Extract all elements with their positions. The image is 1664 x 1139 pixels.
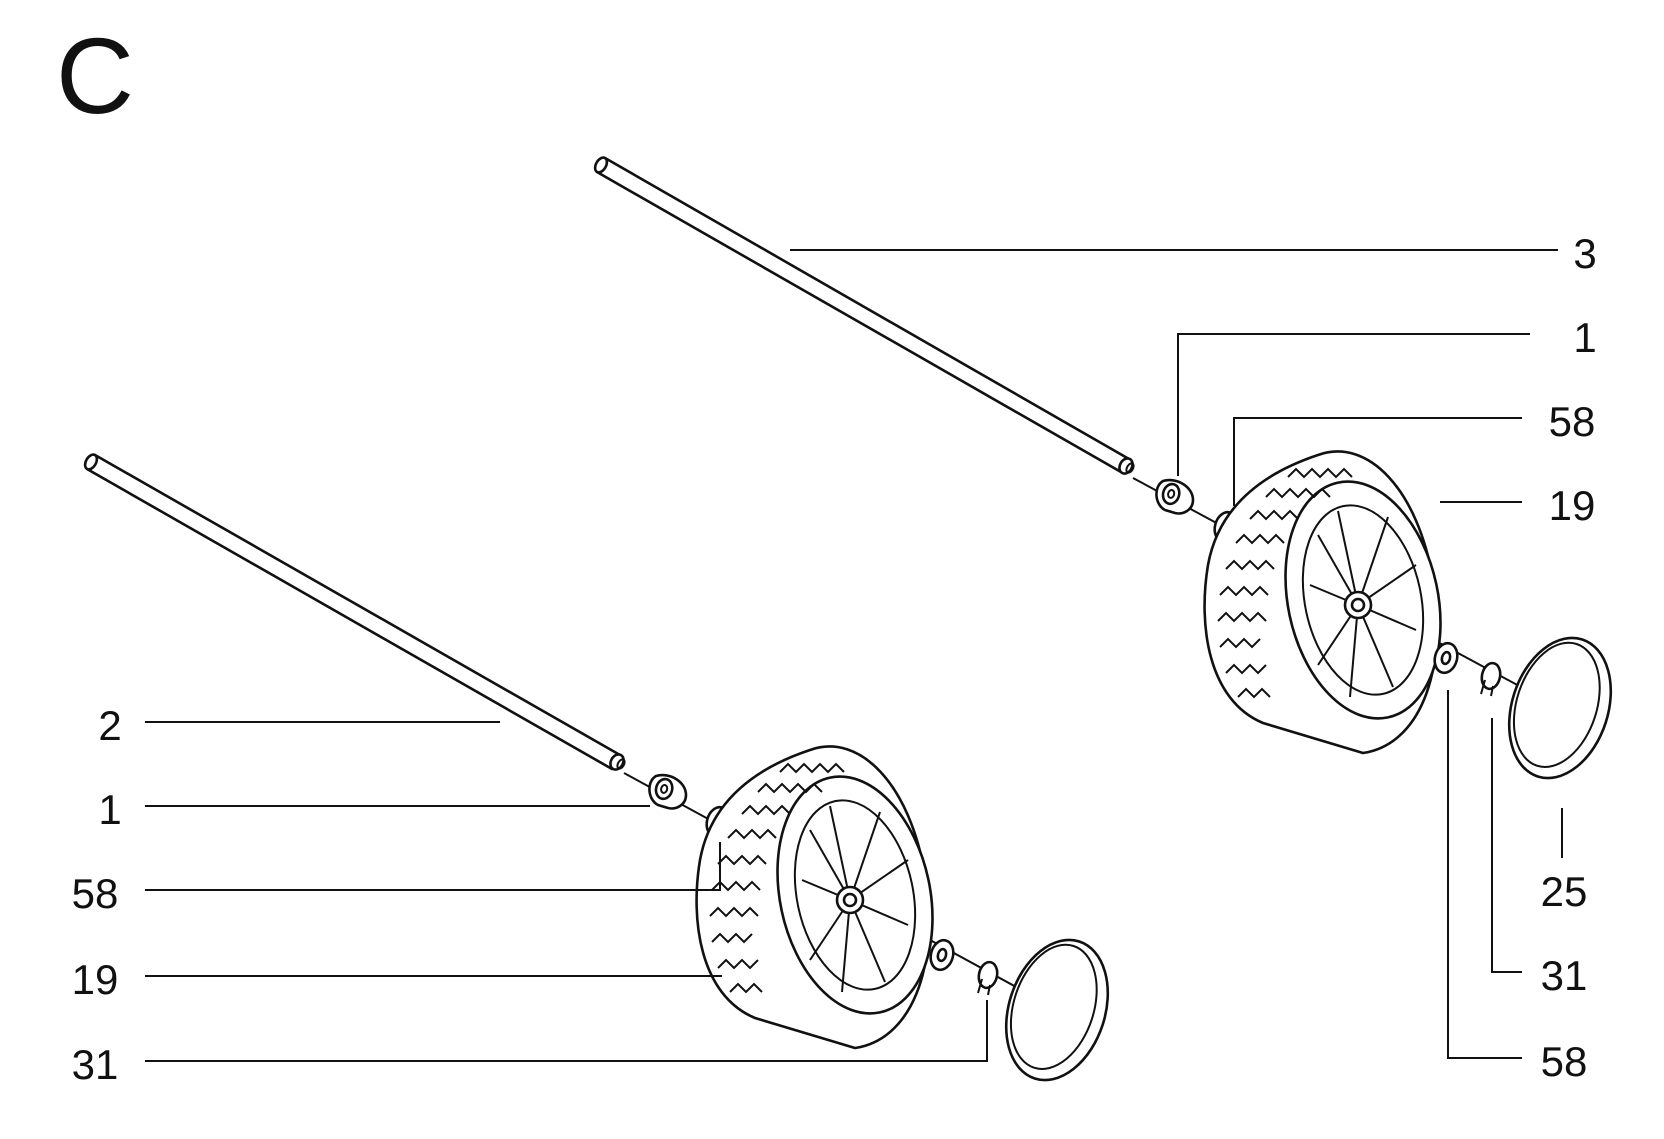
callout-bottom-washer-inner: 58 (72, 870, 119, 917)
top-axle (593, 156, 1135, 475)
callout-top-washer-inner: 58 (1549, 398, 1596, 445)
callout-bottom-axle: 2 (98, 702, 121, 749)
callout-top-washer-outer: 58 (1541, 1038, 1588, 1085)
bottom-wheel (695, 745, 955, 1050)
top-hubcap (1490, 623, 1630, 793)
top-bushing (1155, 478, 1195, 515)
callout-bottom-bushing: 1 (98, 786, 121, 833)
callout-top-wheel: 19 (1549, 482, 1596, 529)
callout-top-axle: 3 (1573, 230, 1596, 277)
callout-top-hubcap: 25 (1541, 868, 1588, 915)
top-assembly: 3 1 58 19 25 31 58 (593, 156, 1630, 1085)
top-wheel (1203, 450, 1463, 755)
top-leader-lines (790, 249, 1563, 1059)
callout-top-bushing: 1 (1573, 314, 1596, 361)
bottom-bushing (648, 773, 688, 810)
callout-bottom-wheel: 19 (72, 956, 119, 1003)
bottom-assembly: 2 1 58 19 31 (72, 453, 1127, 1095)
callout-top-clip: 31 (1541, 952, 1588, 999)
callout-bottom-clip: 31 (72, 1041, 119, 1088)
bottom-clip (975, 959, 1001, 997)
bottom-leader-lines (145, 721, 988, 1062)
bottom-axle (83, 453, 626, 771)
bottom-hubcap (987, 925, 1127, 1095)
section-letter: C (56, 15, 134, 136)
